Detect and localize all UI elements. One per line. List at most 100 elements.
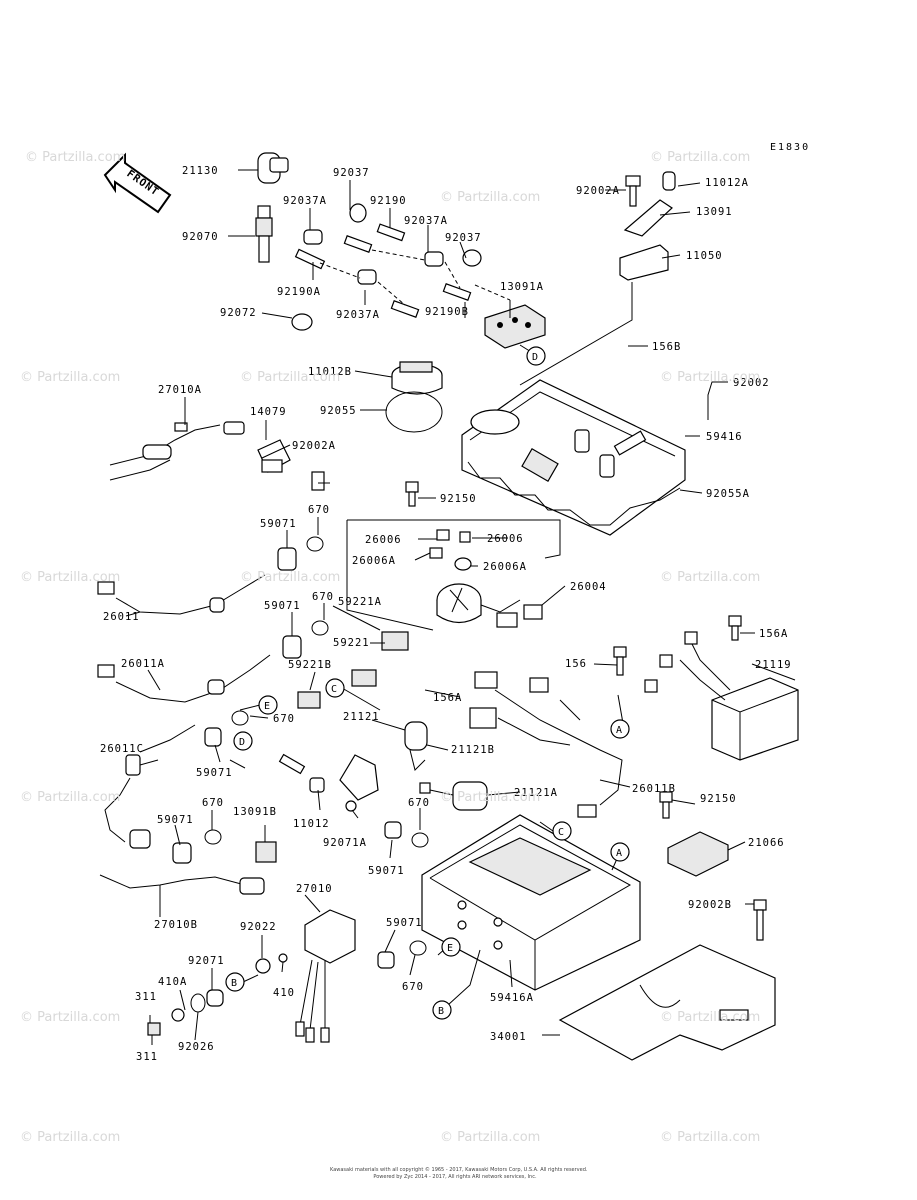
part-label: 21121 bbox=[343, 711, 380, 723]
part-label: 11012A bbox=[705, 177, 749, 189]
ref-letter-b1: B bbox=[231, 978, 237, 989]
part-label: 59071 bbox=[157, 814, 194, 826]
part-label: 92070 bbox=[182, 231, 219, 243]
watermark: © Partzilla.com bbox=[660, 570, 761, 585]
part-label: 156A bbox=[433, 692, 462, 704]
part-label: 26006 bbox=[487, 533, 524, 545]
part-label: 311 bbox=[136, 1051, 158, 1063]
part-label: 92026 bbox=[178, 1041, 215, 1053]
harness-26011C bbox=[104, 710, 249, 849]
part-label: 26006A bbox=[352, 555, 396, 567]
washers-nuts bbox=[147, 989, 224, 1036]
part-label: 670 bbox=[312, 591, 334, 603]
ref-letter-a1: A bbox=[616, 725, 622, 736]
electric-box-case bbox=[377, 814, 641, 991]
watermark: © Partzilla.com bbox=[20, 370, 121, 385]
ref-letter-e1: E bbox=[264, 701, 270, 712]
part-label: 92190 bbox=[370, 195, 407, 207]
harness-26011A bbox=[97, 620, 409, 709]
sensor-14079 bbox=[257, 439, 325, 491]
part-label: 59416A bbox=[490, 992, 534, 1004]
part-label: 92190A bbox=[277, 286, 321, 298]
part-label: 27010A bbox=[158, 384, 202, 396]
part-label: 156A bbox=[759, 628, 788, 640]
ref-letter-d2: D bbox=[239, 737, 245, 748]
part-label: 21130 bbox=[182, 165, 219, 177]
bolt-92150 bbox=[405, 481, 419, 507]
copyright-footer: Kawasaki materials with all copyright © … bbox=[330, 1167, 588, 1181]
part-label: 21121B bbox=[451, 744, 495, 756]
part-label: 27010 bbox=[296, 883, 333, 895]
hoses bbox=[294, 223, 511, 318]
ref-letter-c2: C bbox=[558, 827, 564, 838]
part-label: 92002 bbox=[733, 377, 770, 389]
spark-plug-cap bbox=[257, 152, 289, 184]
part-label: 92071 bbox=[188, 955, 225, 967]
part-label: 92037A bbox=[336, 309, 380, 321]
part-label: 26011 bbox=[103, 611, 140, 623]
mounting-plate-34001 bbox=[558, 899, 776, 1061]
watermark: © Partzilla.com bbox=[650, 150, 751, 165]
part-label: 26011B bbox=[632, 783, 676, 795]
part-label: 410A bbox=[158, 976, 187, 988]
watermark: © Partzilla.com bbox=[20, 1010, 121, 1025]
part-label: 11050 bbox=[686, 250, 723, 262]
watermark: © Partzilla.com bbox=[240, 370, 341, 385]
part-label: 156B bbox=[652, 341, 681, 353]
part-label: 670 bbox=[273, 713, 295, 725]
coil-26004 bbox=[429, 529, 543, 628]
part-label: 59071 bbox=[386, 917, 423, 929]
part-label: 92150 bbox=[440, 493, 477, 505]
ref-letter-a2: A bbox=[616, 848, 622, 859]
ref-letter-d1: D bbox=[532, 352, 538, 363]
regulator-21066 bbox=[659, 791, 729, 877]
harness-27010A bbox=[109, 421, 245, 481]
main-harness bbox=[469, 646, 627, 818]
part-label: 92037A bbox=[404, 215, 448, 227]
part-label: 311 bbox=[135, 991, 157, 1003]
bolt-top-right bbox=[625, 175, 641, 207]
control-unit-21119 bbox=[644, 615, 799, 761]
watermark: © Partzilla.com bbox=[20, 790, 121, 805]
electric-box-cover bbox=[461, 379, 686, 536]
part-label: 92150 bbox=[700, 793, 737, 805]
part-label: 13091 bbox=[696, 206, 733, 218]
box-gasket bbox=[467, 461, 681, 526]
part-label: 59071 bbox=[264, 600, 301, 612]
part-label: 92071A bbox=[323, 837, 367, 849]
ref-letter-e2: E bbox=[447, 943, 453, 954]
part-label: 410 bbox=[273, 987, 295, 999]
part-label: 670 bbox=[202, 797, 224, 809]
watermark: © Partzilla.com bbox=[20, 1130, 121, 1145]
part-label: 21066 bbox=[748, 837, 785, 849]
part-label: 92055 bbox=[320, 405, 357, 417]
part-label: 11012 bbox=[293, 818, 330, 830]
part-label: 59221 bbox=[333, 637, 370, 649]
part-label: 26006A bbox=[483, 561, 527, 573]
part-label: 59071 bbox=[196, 767, 233, 779]
copyright-line: Kawasaki materials with all copyright © … bbox=[330, 1167, 588, 1173]
part-label: 14079 bbox=[250, 406, 287, 418]
spark-plug bbox=[255, 205, 273, 263]
part-label: 156 bbox=[565, 658, 587, 670]
watermark: © Partzilla.com bbox=[660, 1010, 761, 1025]
part-label: 13091A bbox=[500, 281, 544, 293]
part-label: 92002A bbox=[292, 440, 336, 452]
part-label: 92055A bbox=[706, 488, 750, 500]
o-ring bbox=[385, 391, 443, 433]
cap bbox=[391, 361, 443, 395]
part-label: 92037 bbox=[333, 167, 370, 179]
watermark: © Partzilla.com bbox=[240, 570, 341, 585]
part-label: 92072 bbox=[220, 307, 257, 319]
watermark: © Partzilla.com bbox=[25, 150, 126, 165]
harness-27010B bbox=[99, 829, 277, 895]
part-label: 27010B bbox=[154, 919, 198, 931]
ref-letter-c1: C bbox=[331, 684, 337, 695]
hose-clips bbox=[291, 203, 482, 331]
part-label: 59071 bbox=[260, 518, 297, 530]
part-label: 26011A bbox=[121, 658, 165, 670]
part-label: 92002A bbox=[576, 185, 620, 197]
watermark: © Partzilla.com bbox=[20, 570, 121, 585]
watermark: © Partzilla.com bbox=[440, 790, 541, 805]
